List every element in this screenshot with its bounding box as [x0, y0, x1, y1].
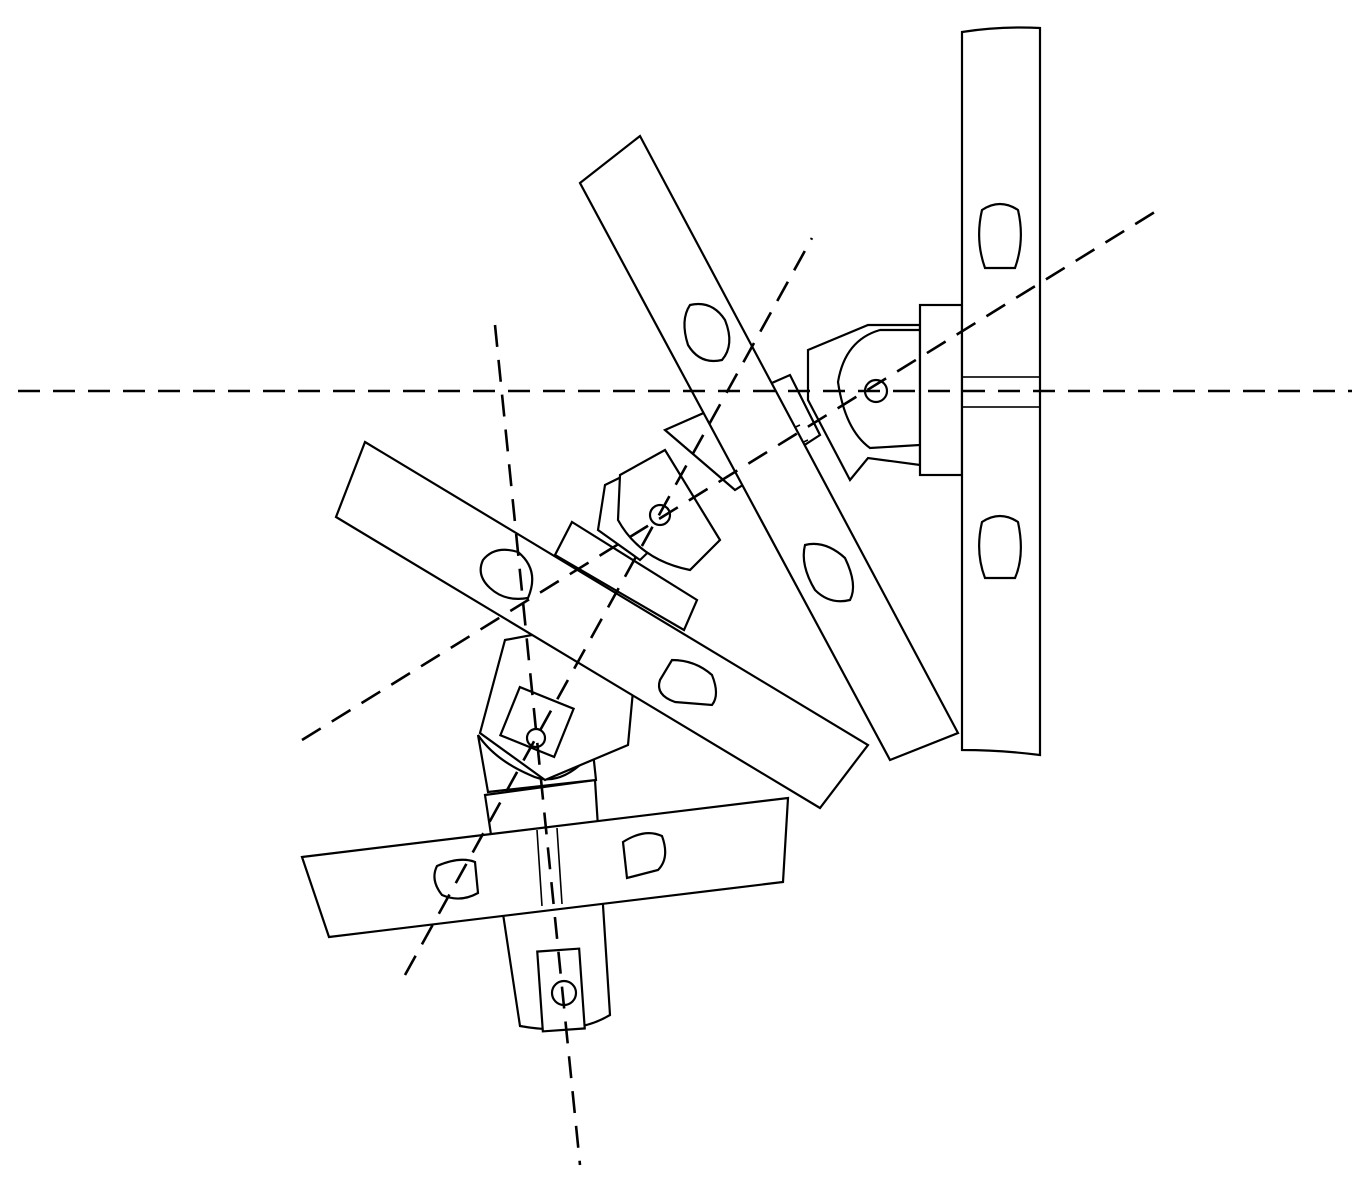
link-3-slot-2	[657, 658, 718, 707]
link-2-slot-2	[802, 542, 855, 603]
link-3	[334, 440, 870, 810]
link-4-slot-1	[433, 858, 480, 900]
link-3-slot-1	[479, 548, 534, 600]
link-1-slot-1	[978, 202, 1022, 270]
link-1-slot-2	[978, 514, 1022, 580]
centerline-link-3	[403, 237, 814, 976]
link-4	[300, 796, 790, 939]
link-2	[578, 134, 960, 762]
centerline-link-4	[493, 324, 582, 1166]
centerlines	[18, 208, 1352, 1166]
link-4-slot-2	[621, 831, 667, 880]
link-2-slot-1	[683, 302, 731, 363]
centerline-link-2	[301, 208, 1159, 742]
joint-2	[806, 303, 964, 482]
joint-4-pin-icon	[525, 727, 547, 749]
